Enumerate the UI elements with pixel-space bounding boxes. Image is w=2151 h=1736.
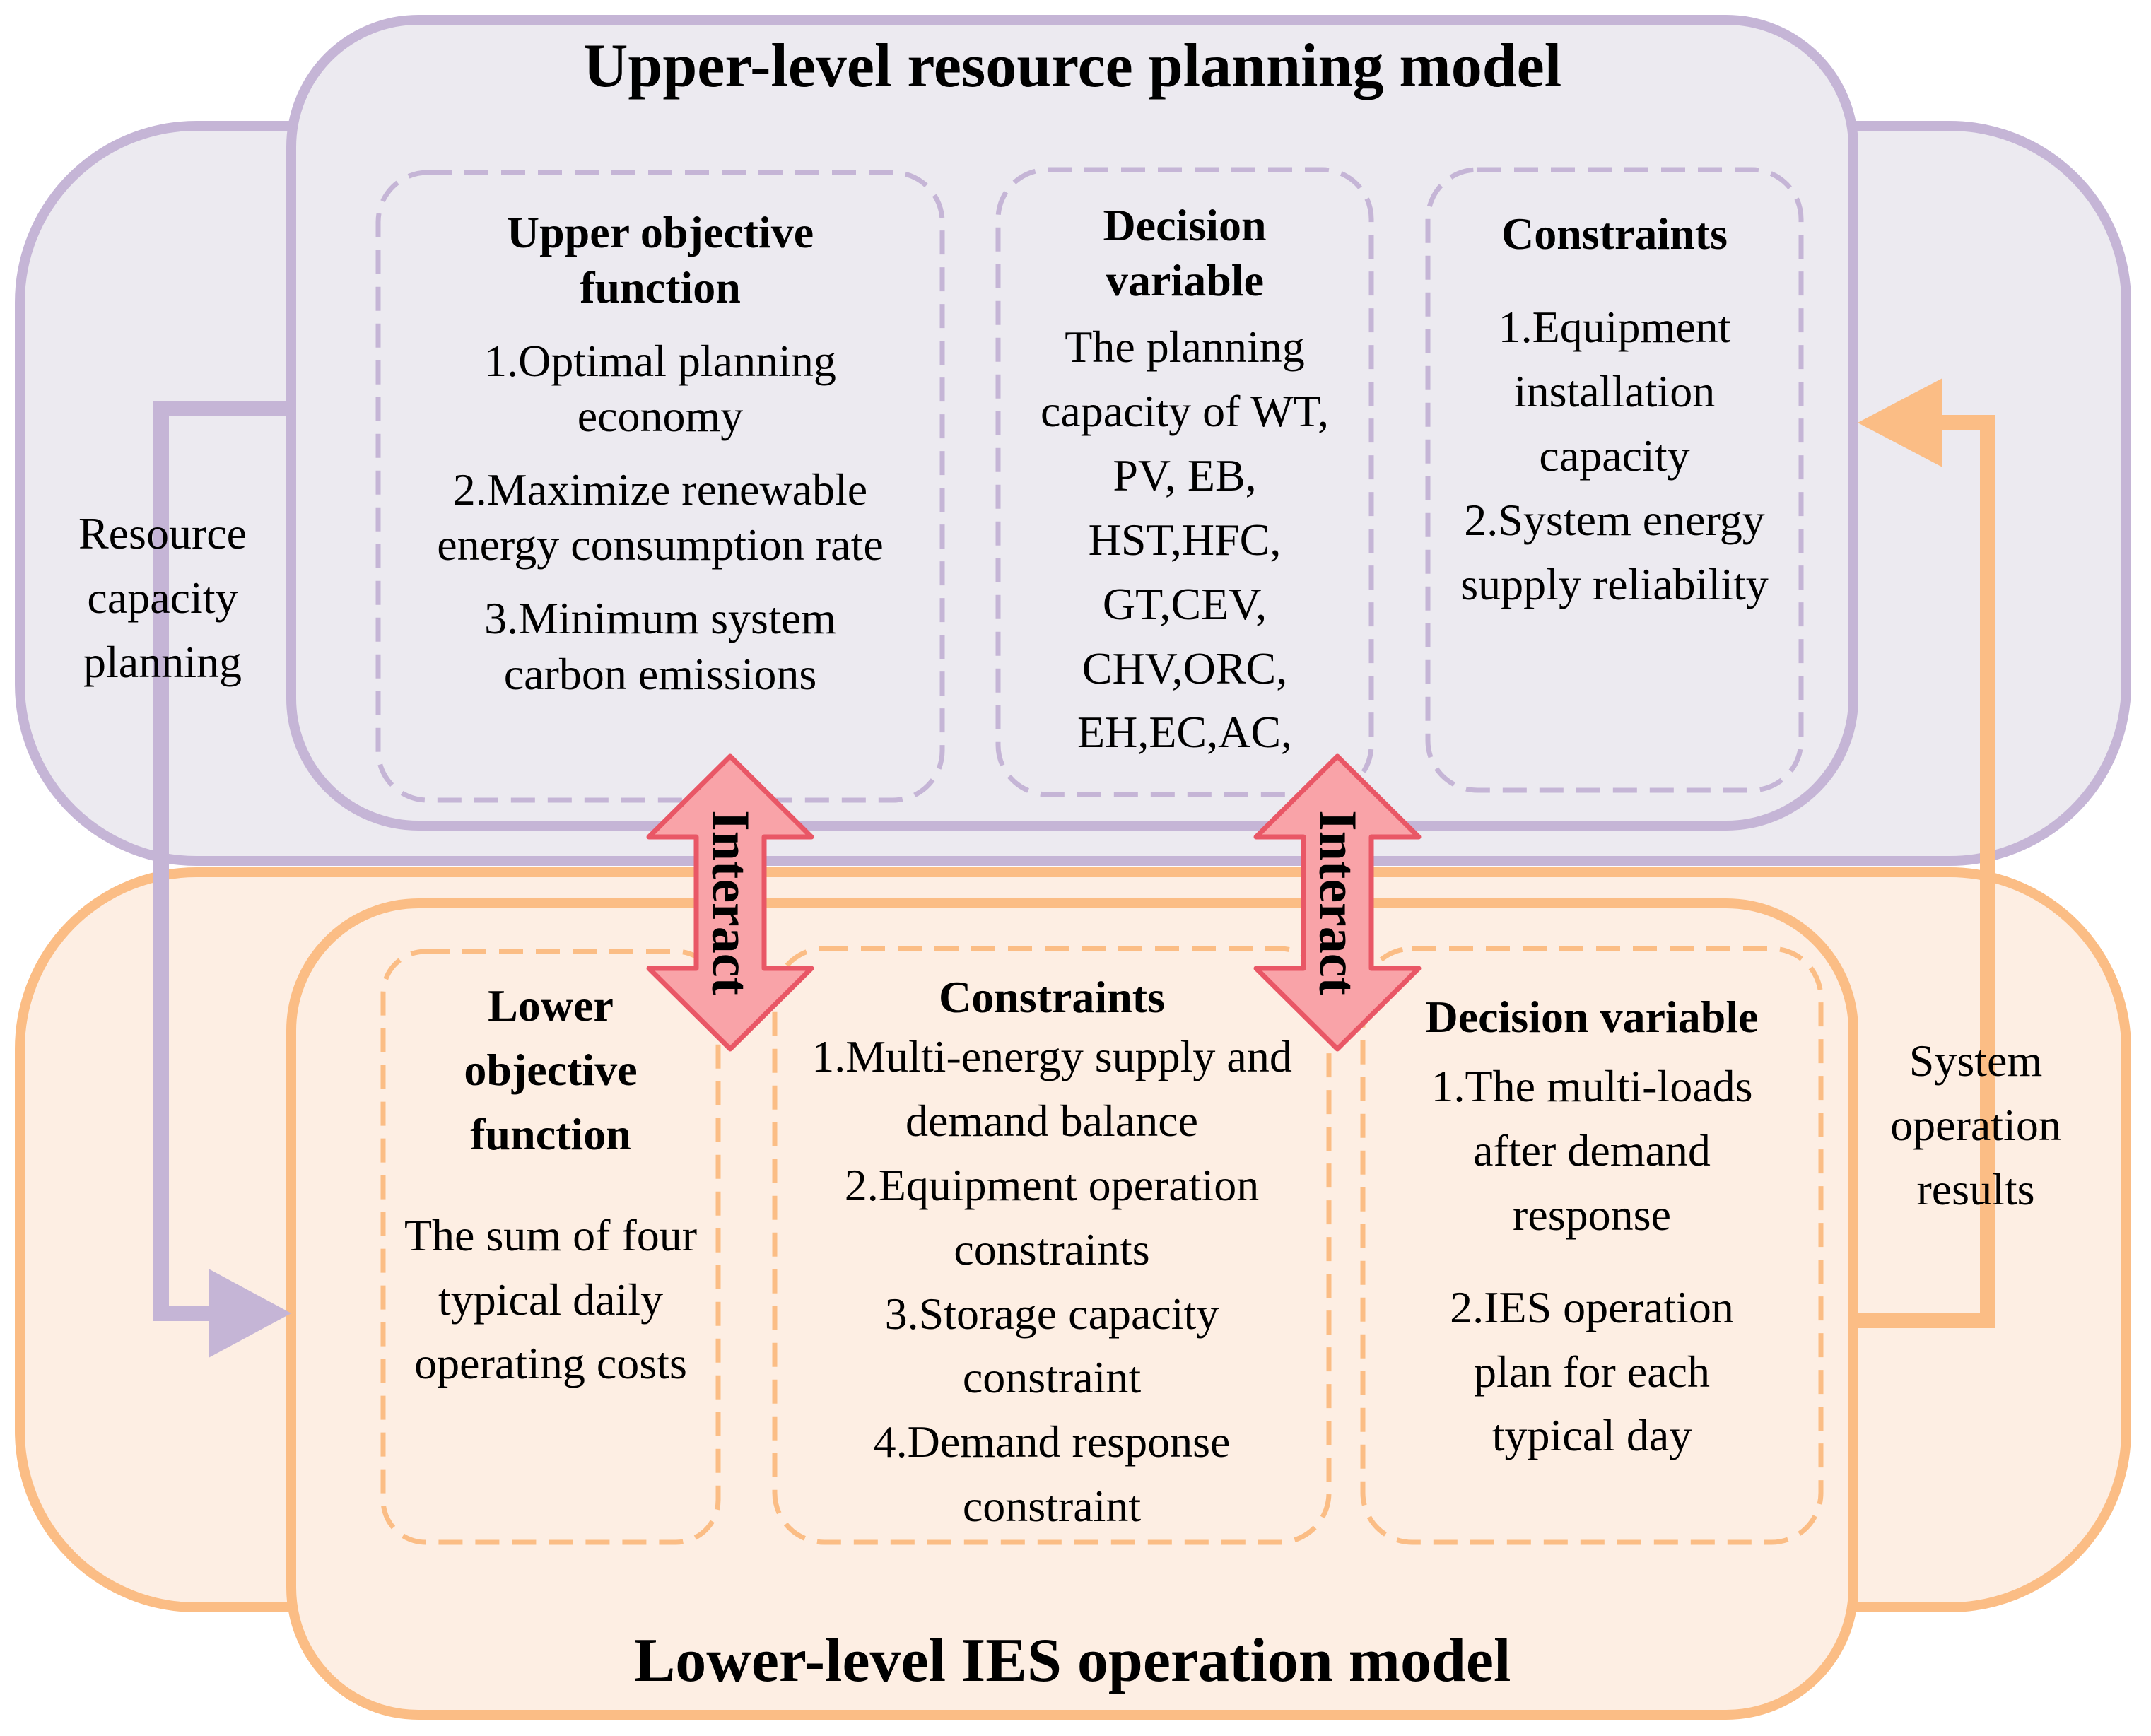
upper-inner-box [286,15,1858,831]
upper-constraints-item: 1.Equipment installation capacity [1498,302,1731,481]
upper-decision-heading: Decision variable [1103,200,1267,306]
upper-decision-section: Decision variable The planning capacity … [1004,198,1366,765]
lower-decision-box [1360,946,1824,1545]
left-connector-line [153,401,291,1321]
upper-objective-item: 2.Maximize renewable energy consumption … [437,464,884,570]
lower-objective-box [380,949,721,1545]
lower-decision-item: 1.The multi-loads after demand response [1431,1061,1753,1240]
interact-label-left: Interact [701,810,761,995]
lower-constraints-item: 4.Demand response constraint [873,1417,1231,1532]
lower-model-title: Lower-level IES operation model [633,1626,1511,1695]
lower-constraints-item: 2.Equipment operation constraints [844,1159,1260,1274]
lower-constraints-heading: Constraints [938,972,1166,1022]
lower-decision-section: Decision variable 1.The multi-loads afte… [1368,990,1815,1468]
upper-objective-section: Upper objective function 1.Optimal plann… [385,205,935,702]
upper-constraints-box [1425,167,1804,793]
resource-capacity-planning-label: Resource capacity planning [78,508,247,687]
upper-objective-box [375,170,945,803]
lower-constraints-item: 3.Storage capacity constraint [884,1288,1219,1403]
right-connector-line [1853,415,1995,1328]
upper-constraints-item: 2.System energy supply reliability [1460,494,1769,609]
lower-objective-heading: Lower objective function [464,980,638,1159]
upper-objective-list: 1.Optimal planning economy 2.Maximize re… [385,334,935,701]
lower-inner-box [286,898,1858,1720]
interact-double-arrow-left [646,753,814,1052]
lower-objective-section: Lower objective function The sum of four… [387,974,714,1396]
lower-objective-text: The sum of four typical daily operating … [404,1209,698,1389]
system-operation-results-label: System operation results [1890,1036,2061,1214]
lower-constraints-box [772,946,1332,1545]
lower-decision-list: 1.The multi-loads after demand response … [1368,1055,1815,1468]
lower-constraints-item: 1.Multi-energy supply and demand balance [811,1031,1292,1146]
upper-decision-text: The planning capacity of WT, PV, EB, HST… [1040,322,1330,758]
upper-objective-item: 1.Optimal planning economy [484,336,836,442]
upper-constraints-section: Constraints 1.Equipment installation cap… [1434,206,1795,616]
upper-objective-item: 3.Minimum system carbon emissions [484,593,836,699]
lower-constraints-list: 1.Multi-energy supply and demand balance… [780,1025,1323,1539]
right-connector-arrowhead [1858,378,1942,467]
lower-decision-heading: Decision variable [1425,992,1759,1042]
upper-objective-heading: Upper objective function [506,207,814,313]
interact-double-arrow-right [1253,753,1422,1052]
lower-decision-item: 2.IES operation plan for each typical da… [1450,1282,1734,1461]
left-connector-arrowhead [209,1269,291,1358]
upper-constraints-list: 1.Equipment installation capacity 2.Syst… [1434,295,1795,616]
upper-constraints-heading: Constraints [1501,209,1728,259]
interact-label-right: Interact [1308,810,1368,995]
upper-model-title: Upper-level resource planning model [582,32,1562,100]
lower-constraints-section: Constraints 1.Multi-energy supply and de… [780,970,1323,1539]
